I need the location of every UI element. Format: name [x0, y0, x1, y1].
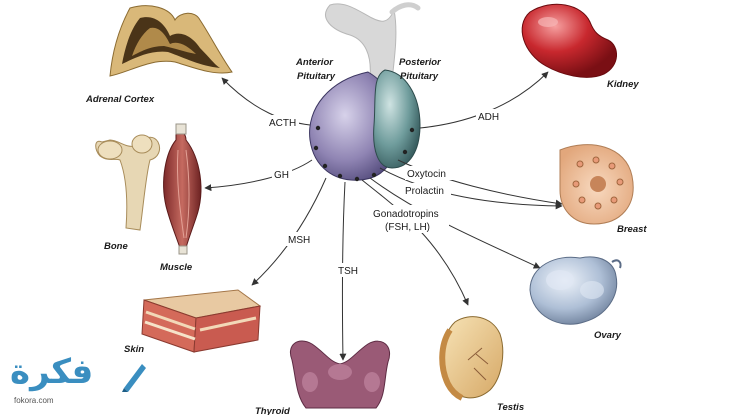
- anterior-pituitary-label-2: Pituitary: [297, 71, 336, 82]
- target-label-skin: Skin: [124, 344, 144, 355]
- target-label-kidney: Kidney: [607, 79, 639, 90]
- target-label-muscle: Muscle: [160, 262, 193, 273]
- hormone-label-oxytocin: Oxytocin: [407, 169, 446, 180]
- breast-illustration: [559, 144, 634, 225]
- arrow-gonadotropins-testis: [361, 179, 469, 306]
- hormone-label-gh: GH: [274, 170, 289, 181]
- posterior-pituitary-label-1: Posterior: [399, 57, 442, 68]
- arrow-gonadotropins-ovary: [369, 177, 541, 269]
- target-label-testis: Testis: [497, 402, 524, 413]
- watermark-arabic-text: فكرة: [10, 352, 94, 392]
- arrow-gh: [204, 159, 313, 192]
- pituitary-gland: [309, 2, 421, 182]
- hormone-label-gonadotropins-1: Gonadotropins: [373, 209, 439, 220]
- target-label-breast: Breast: [617, 224, 647, 235]
- testis-illustration: [439, 316, 504, 401]
- hormone-label-msh: MSH: [288, 235, 310, 246]
- kidney-illustration: [521, 3, 617, 78]
- target-label-ovary: Ovary: [594, 330, 622, 341]
- arrow-prolactin: [379, 167, 563, 210]
- arrow-acth: [221, 77, 311, 126]
- watermark-logo: فكرة fokora.com: [6, 352, 156, 412]
- muscle-illustration: [163, 123, 202, 255]
- watermark-domain: fokora.com: [14, 396, 54, 405]
- adrenal-cortex-illustration: [109, 5, 233, 77]
- anterior-pituitary-label-1: Anterior: [295, 57, 334, 68]
- arrow-msh: [251, 177, 327, 286]
- bone-illustration: [95, 134, 161, 231]
- skin-illustration: [141, 289, 262, 353]
- posterior-pituitary-lobe: [373, 69, 421, 169]
- target-label-adrenal-cortex: Adrenal Cortex: [85, 94, 155, 105]
- target-label-thyroid: Thyroid: [255, 406, 290, 415]
- thyroid-illustration: [290, 340, 390, 409]
- hormone-label-gonadotropins-2: (FSH, LH): [385, 222, 430, 233]
- ovary-illustration: [529, 256, 622, 325]
- posterior-pituitary-label-2: Pituitary: [400, 71, 439, 82]
- hormone-label-prolactin: Prolactin: [405, 186, 444, 197]
- hormone-label-adh: ADH: [478, 112, 499, 123]
- target-label-bone: Bone: [104, 241, 128, 252]
- hormone-label-tsh: TSH: [338, 266, 358, 277]
- hormone-label-acth: ACTH: [269, 118, 296, 129]
- pen-icon: [122, 364, 146, 392]
